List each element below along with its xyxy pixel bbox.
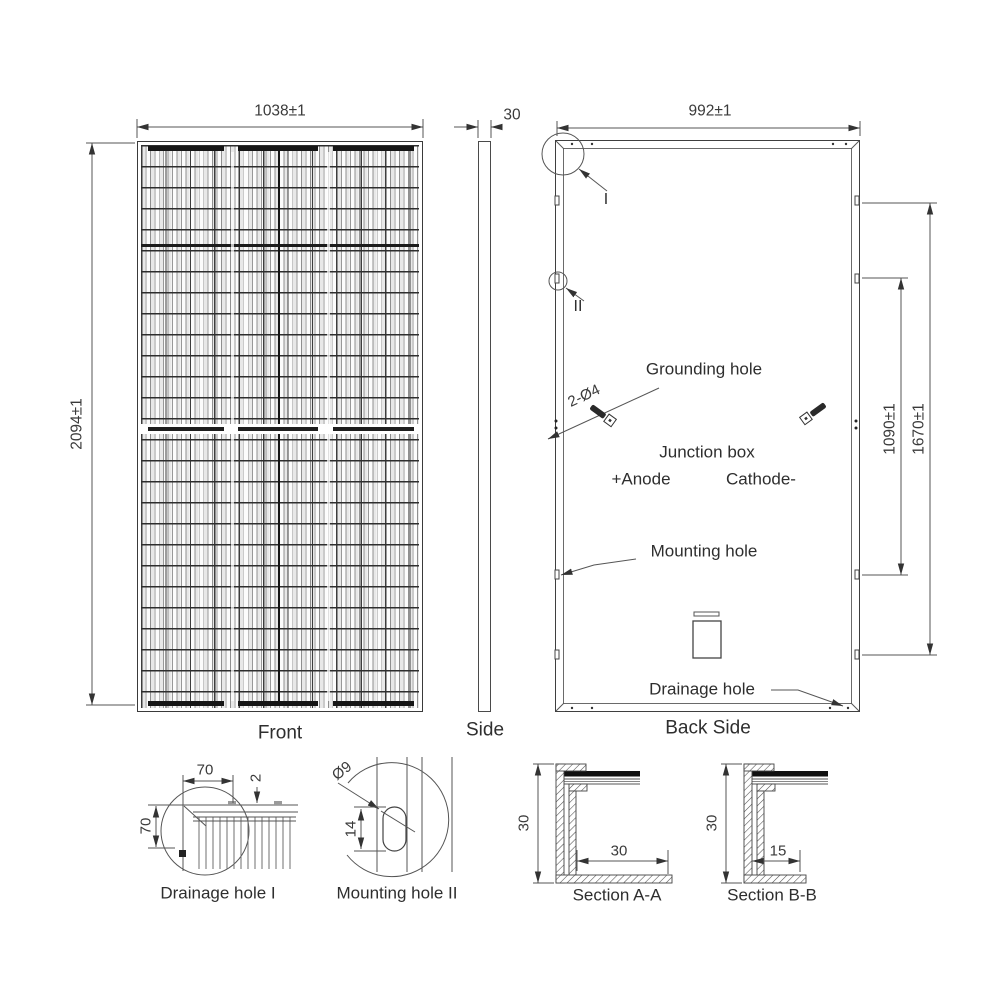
busbar-segment (238, 146, 318, 151)
junction-box-label: Junction box (659, 442, 755, 462)
detail-i-label: I (603, 191, 609, 208)
back-width-dim-text: 992±1 (688, 102, 732, 120)
busbar-segment (148, 427, 224, 431)
side-thickness-dimension (454, 120, 503, 138)
mounting-dia-dim-text: Ø9 (328, 758, 356, 784)
drainage-detail-label: Drainage hole I (160, 883, 276, 903)
front-height-dimension (86, 142, 135, 706)
back-view-panel (555, 140, 860, 712)
section-aa-label: Section A-A (572, 885, 662, 905)
drainage-hole-detail (148, 775, 298, 876)
mounting-hole-detail (337, 757, 453, 878)
outer-span-dim-text: 1670±1 (910, 403, 928, 455)
section-aa-flange-dim-text: 30 (610, 842, 628, 860)
busbar-segment (148, 146, 224, 151)
cell-row-separator (141, 244, 419, 247)
drainage-width-dim-text: 70 (196, 761, 214, 779)
busbar-segment (333, 146, 414, 151)
mounting-len-dim-text: 14 (342, 820, 360, 838)
drainage-height-dim-text: 70 (137, 817, 155, 835)
busbar-segment (333, 427, 414, 431)
back-view-label: Back Side (665, 717, 751, 739)
section-aa-profile (533, 763, 673, 884)
solar-cell-grid (141, 145, 419, 708)
mount-span-dim-text: 1090±1 (881, 403, 899, 455)
back-frame-inner-edge (563, 148, 852, 704)
section-aa-height-dim-text: 30 (515, 814, 533, 832)
front-view-label: Front (257, 722, 303, 744)
front-view-panel (137, 141, 423, 712)
busbar-segment (238, 701, 318, 706)
side-view-label: Side (465, 719, 505, 741)
cathode-label: Cathode- (726, 469, 796, 489)
busbar-segment (333, 701, 414, 706)
front-height-dim-text: 2094±1 (68, 398, 86, 450)
busbar-segment (148, 701, 224, 706)
section-bb-profile (721, 763, 828, 884)
side-thickness-dim-text: 30 (503, 106, 521, 124)
side-view-panel (478, 141, 491, 712)
mounting-hole-label: Mounting hole (650, 541, 758, 561)
front-width-dim-text: 1038±1 (254, 102, 306, 120)
section-bb-flange-dim-text: 15 (769, 842, 787, 860)
mounting-detail-label: Mounting hole II (336, 883, 458, 903)
drainage-hole-label: Drainage hole (649, 679, 755, 699)
grounding-hole-label: Grounding hole (645, 359, 763, 379)
front-width-dimension (136, 119, 424, 138)
busbar-segment (238, 427, 318, 431)
section-bb-label: Section B-B (727, 885, 817, 905)
detail-ii-label: II (573, 298, 583, 315)
anode-label: +Anode (611, 469, 671, 489)
drainage-gap-dim-text: 2 (247, 773, 265, 783)
half-cell-divider (141, 424, 419, 434)
back-width-dimension (556, 121, 861, 136)
section-bb-height-dim-text: 30 (703, 814, 721, 832)
